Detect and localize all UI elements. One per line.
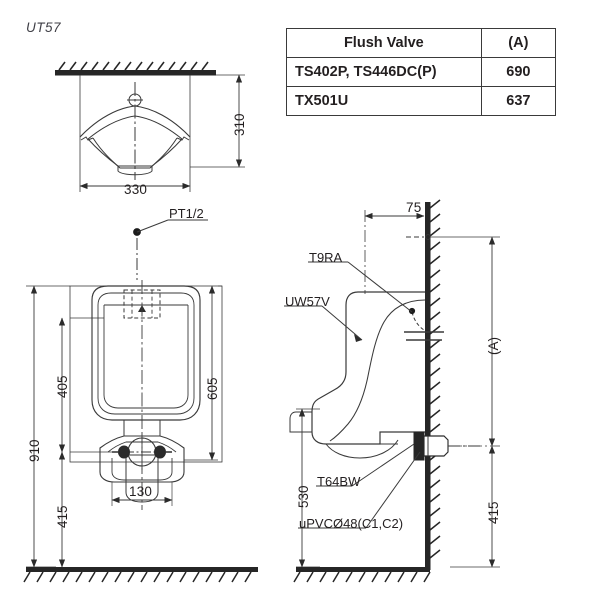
dim-415-side-label: 415 bbox=[486, 501, 501, 524]
side-body-outline bbox=[311, 291, 425, 445]
table-header-a: (A) bbox=[480, 28, 557, 58]
side-bowl-inner bbox=[329, 299, 426, 442]
model-title: UT57 bbox=[26, 20, 62, 35]
table-cell-a: 637 bbox=[480, 86, 557, 116]
front-inlet-hidden bbox=[123, 289, 161, 319]
side-wall-band bbox=[425, 202, 431, 570]
flush-valve-table: Flush Valve (A) TS402P, TS446DC(P) 690 T… bbox=[286, 28, 557, 116]
table-cell-valve: TS402P, TS446DC(P) bbox=[286, 57, 482, 87]
dim-605-label: 605 bbox=[205, 377, 220, 400]
table-header-row: Flush Valve (A) bbox=[286, 28, 557, 58]
label-uw57v: UW57V bbox=[285, 294, 330, 309]
label-t64bw: T64BW bbox=[317, 474, 361, 489]
dim-405-label: 405 bbox=[55, 375, 70, 398]
front-view-group bbox=[23, 280, 258, 583]
side-floor-hatch bbox=[293, 571, 431, 583]
table-row: TS402P, TS446DC(P) 690 bbox=[286, 57, 557, 87]
dim-415-front-label: 415 bbox=[55, 505, 70, 528]
table-header-flush-valve: Flush Valve bbox=[286, 28, 482, 58]
label-upvc: uPVCØ48(C1,C2) bbox=[299, 516, 404, 531]
label-t9ra: T9RA bbox=[309, 250, 343, 265]
dim-310-label: 310 bbox=[232, 113, 247, 136]
dim-75-label: 75 bbox=[406, 200, 422, 215]
side-wall-hatch bbox=[429, 199, 441, 559]
dim-130-label: 130 bbox=[129, 484, 153, 499]
dim-330-label: 330 bbox=[124, 182, 148, 197]
side-floor-band bbox=[296, 567, 430, 572]
front-trap-shroud bbox=[99, 435, 185, 483]
front-floor-hatch bbox=[23, 571, 252, 583]
dim-530-label: 530 bbox=[296, 485, 311, 508]
side-view-group bbox=[284, 199, 500, 583]
front-bowl-outer bbox=[91, 285, 201, 421]
side-outlet-fitting bbox=[413, 431, 480, 461]
table-row: TX501U 637 bbox=[286, 86, 557, 116]
dim-A-label: (A) bbox=[486, 337, 501, 355]
pt-callout-group bbox=[133, 219, 208, 280]
plan-wall-band bbox=[55, 70, 216, 76]
plan-view-group bbox=[55, 61, 245, 192]
front-bowl-inner bbox=[97, 292, 195, 415]
callout-pt-label: PT1/2 bbox=[169, 206, 204, 221]
dim-910-label: 910 bbox=[27, 439, 42, 462]
table-cell-a: 690 bbox=[480, 57, 557, 87]
table-cell-valve: TX501U bbox=[286, 86, 482, 116]
plan-wall-hatch bbox=[58, 61, 209, 71]
front-floor-band bbox=[26, 567, 258, 572]
